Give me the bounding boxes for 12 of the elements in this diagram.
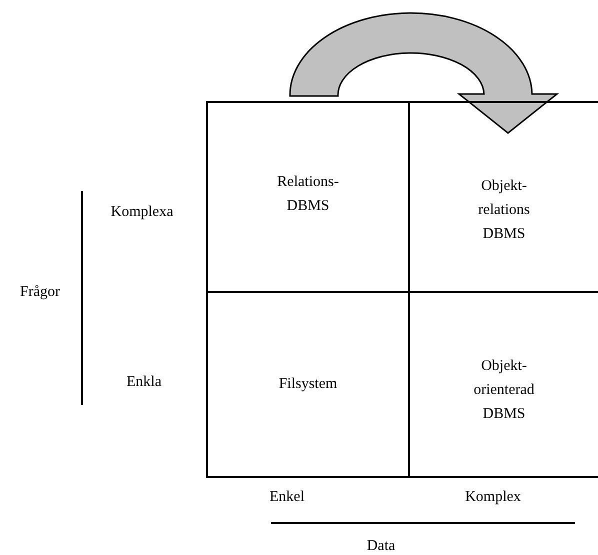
cell-label: Objekt- orienterad DBMS xyxy=(472,357,536,424)
cell-label: Objekt- relations DBMS xyxy=(477,177,531,244)
grid-cell xyxy=(206,291,410,478)
row-label: Enkla xyxy=(126,373,162,391)
cell-label: Filsystem xyxy=(278,375,338,394)
axis-label: Data xyxy=(366,537,396,555)
row-label: Komplexa xyxy=(110,203,174,221)
grid-cell xyxy=(206,101,410,293)
column-label: Enkel xyxy=(270,488,304,506)
cell-label: Relations- DBMS xyxy=(276,173,340,216)
column-label: Komplex xyxy=(465,488,521,506)
axis-label: Frågor xyxy=(20,283,60,301)
